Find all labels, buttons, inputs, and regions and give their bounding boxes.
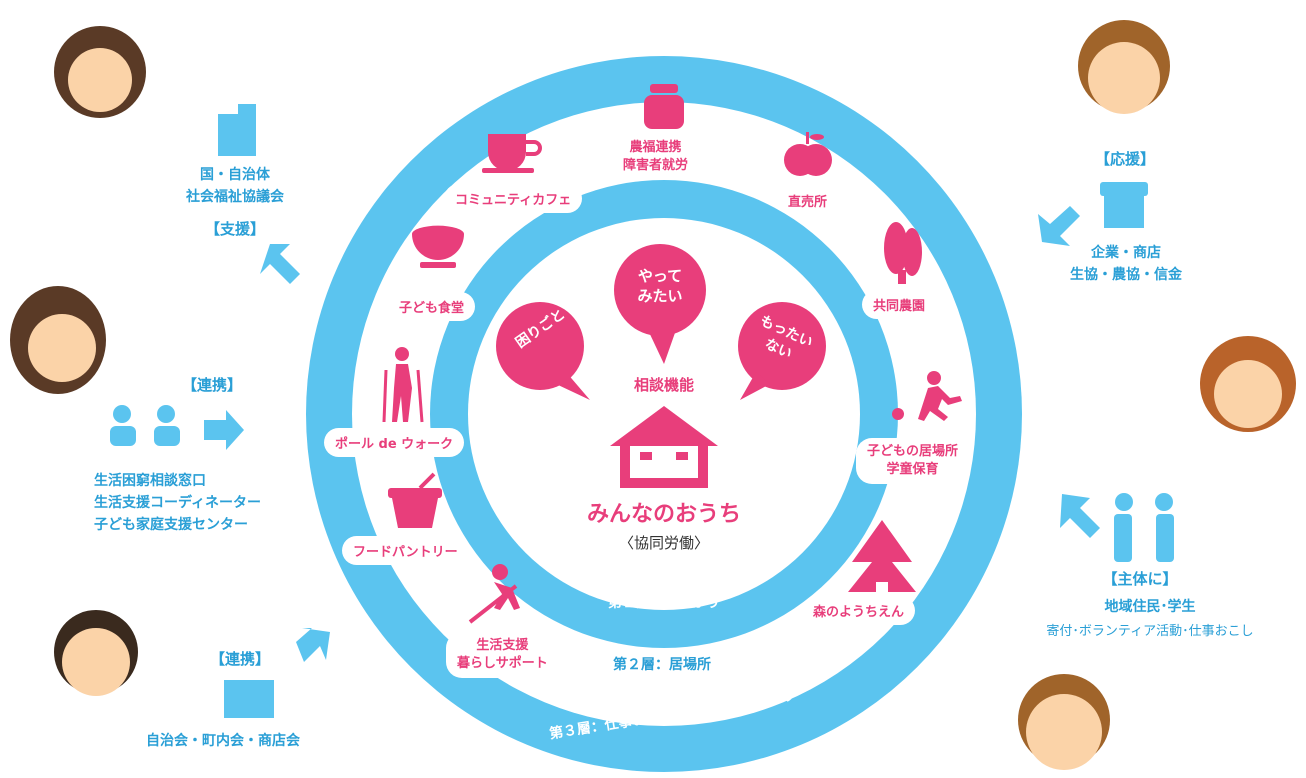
arrow-down-right-icon bbox=[260, 244, 300, 284]
cup-icon bbox=[482, 134, 542, 173]
people-talking-icon bbox=[110, 405, 180, 446]
ring-item-pole-walk: ポール de ウォーク bbox=[326, 430, 463, 455]
arrow-down-left-icon bbox=[1038, 206, 1080, 246]
ring-item-shared-farm: 共同農園 bbox=[864, 292, 935, 317]
running-child-icon bbox=[892, 371, 962, 421]
jar-icon bbox=[644, 84, 684, 129]
community-tag: 【連携】 bbox=[210, 650, 271, 668]
bubble-want-to-do-text: やって みたい bbox=[637, 267, 683, 305]
arrow-up-left-icon bbox=[1060, 494, 1100, 538]
person-face-icon bbox=[54, 26, 146, 118]
person-face-icon bbox=[1018, 674, 1110, 770]
ring-item-forest-kinder: 森のようちえん bbox=[804, 598, 914, 623]
subject-sub: 寄付･ボランティア活動･仕事おこし bbox=[1046, 624, 1254, 639]
bubble-want-to-do bbox=[614, 244, 706, 364]
arrow-right-icon bbox=[204, 410, 244, 450]
tree-icon bbox=[848, 520, 916, 592]
person-face-icon bbox=[10, 286, 106, 394]
consult-label: 相談機能 bbox=[633, 376, 694, 394]
house-icon bbox=[610, 406, 718, 488]
ring-item-farm-welfare: 農福連携 障害者就労 bbox=[614, 136, 698, 178]
apple-icon bbox=[784, 132, 832, 176]
person-face-icon bbox=[1200, 336, 1296, 432]
building-icon bbox=[218, 104, 256, 156]
apartment-icon bbox=[224, 680, 274, 718]
bubble-troubles bbox=[496, 302, 590, 400]
gov-tag: 【支援】 bbox=[204, 220, 265, 238]
ring-item-kids-dining: 子ども食堂 bbox=[390, 294, 474, 319]
bubble-wasteful bbox=[738, 302, 826, 400]
sweeper-icon bbox=[468, 564, 520, 624]
ring-item-direct-sales: 直売所 bbox=[779, 188, 837, 213]
person-face-icon bbox=[1078, 20, 1170, 114]
shop-icon bbox=[1100, 182, 1148, 228]
person-face-icon bbox=[54, 610, 138, 696]
ring-item-community-cafe: コミュニティカフェ bbox=[446, 186, 581, 211]
liaison-label: 生活困窮相談窓口 生活支援コーディネーター 子ども家庭支援センター bbox=[94, 473, 262, 533]
layer-1-label: 第１層：つながり bbox=[608, 595, 720, 611]
arrow-up-right-icon bbox=[296, 628, 330, 662]
vegetable-icon bbox=[884, 222, 922, 284]
handshake-icon bbox=[1114, 493, 1174, 562]
subject-label: 地域住民･学生 bbox=[1104, 599, 1196, 615]
subject-tag: 【主体に】 bbox=[1102, 570, 1178, 588]
community-label: 自治会・町内会・商店会 bbox=[146, 733, 300, 749]
center-subtitle: 〈協同労働〉 bbox=[618, 534, 709, 552]
liaison-tag: 【連携】 bbox=[182, 376, 243, 394]
gov-label: 国・自治体 社会福祉協議会 bbox=[186, 167, 284, 205]
walker-icon bbox=[382, 347, 424, 423]
basket-icon bbox=[388, 472, 442, 528]
ring-item-food-pantry: フードパントリー bbox=[344, 538, 467, 563]
support-label: 企業・商店 生協・農協・信金 bbox=[1070, 245, 1182, 283]
center-title: みんなのおうち bbox=[586, 502, 741, 527]
ring-item-life-support: 生活支援 暮らしサポート bbox=[448, 634, 557, 676]
layer-2-label: 第２層：居場所 bbox=[613, 657, 711, 673]
ring-item-kids-place: 子どもの居場所 学童保育 bbox=[858, 440, 968, 482]
support-tag: 【応援】 bbox=[1094, 150, 1155, 168]
bowl-icon bbox=[412, 225, 464, 268]
